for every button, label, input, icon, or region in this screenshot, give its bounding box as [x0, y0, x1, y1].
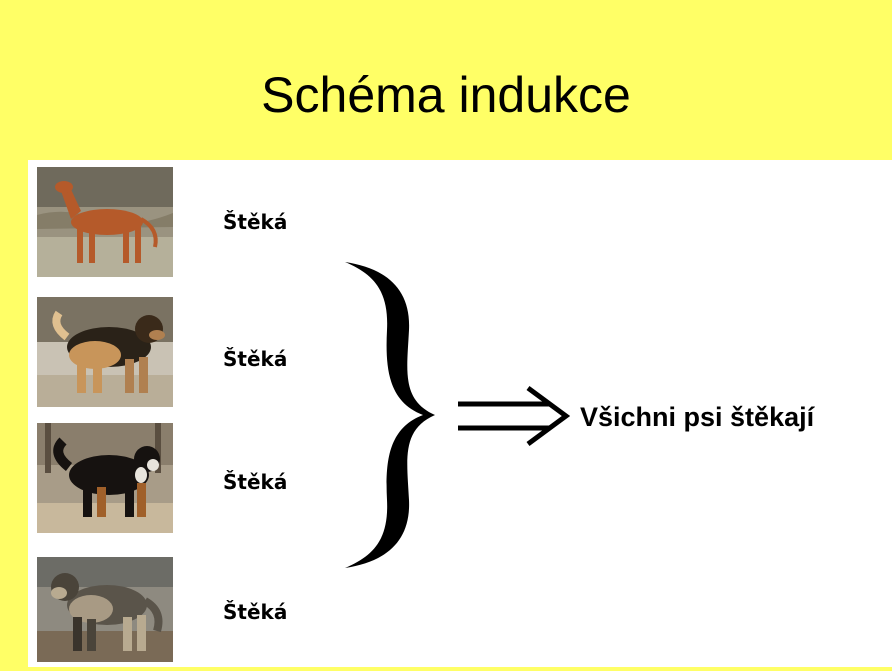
slide-title: Schéma indukce — [261, 67, 631, 123]
dog-photo-leonberger — [37, 297, 173, 407]
bark-label: Štěká — [223, 600, 288, 624]
content-area: Štěká Štěká — [28, 160, 892, 667]
double-arrow-right-icon — [456, 385, 571, 452]
right-curly-brace-icon — [343, 260, 443, 575]
dog-photo-shepherd — [37, 557, 173, 662]
dog-photo-bernese — [37, 423, 173, 533]
bark-label: Štěká — [223, 470, 288, 494]
bark-label: Štěká — [223, 210, 288, 234]
bark-label: Štěká — [223, 347, 288, 371]
conclusion-text: Všichni psi štěkají — [580, 402, 815, 432]
dog-photo-vizsla — [37, 167, 173, 277]
